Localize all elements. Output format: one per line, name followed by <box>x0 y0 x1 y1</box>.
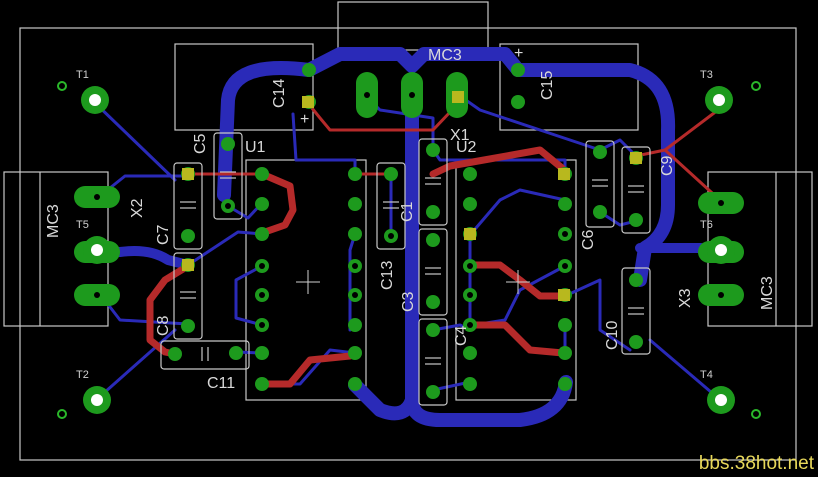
label-x1: X1 <box>450 127 470 144</box>
label-c3: C3 <box>400 291 417 312</box>
site-watermark: bbs.38hot.net <box>698 453 814 474</box>
silkscreen-labels: MC3 X1 U1 U2 C11 T1 T2 T3 T4 T5 T6 + + M… <box>45 45 776 392</box>
label-x3: X3 <box>677 288 694 308</box>
label-mc3-right: MC3 <box>759 276 776 310</box>
origin-crosshairs <box>296 270 530 294</box>
label-mc3-left: MC3 <box>45 204 62 238</box>
label-t5: T5 <box>76 219 89 231</box>
label-c11: C11 <box>207 375 235 392</box>
board-outline <box>3 1 813 461</box>
label-c4: C4 <box>453 325 470 346</box>
label-c5: C5 <box>192 133 209 154</box>
label-c13: C13 <box>379 261 396 290</box>
label-t2: T2 <box>76 369 89 381</box>
label-x2: X2 <box>129 198 146 218</box>
label-c6: C6 <box>580 229 597 250</box>
label-t3: T3 <box>700 69 713 81</box>
mounting-holes <box>57 81 761 419</box>
label-t1: T1 <box>76 69 89 81</box>
vias <box>182 91 642 301</box>
label-mc3-top: MC3 <box>428 47 462 64</box>
label-c8: C8 <box>155 315 172 336</box>
label-c14: C14 <box>271 79 288 108</box>
label-c1: C1 <box>399 201 416 222</box>
label-c15: C15 <box>539 71 556 100</box>
label-c9: C9 <box>659 155 676 176</box>
label-u2: U2 <box>456 139 477 156</box>
label-plus-c14: + <box>300 111 309 128</box>
label-u1: U1 <box>245 139 266 156</box>
capacitor-bodies <box>160 132 651 406</box>
label-c7: C7 <box>155 224 172 245</box>
label-t6: T6 <box>700 219 713 231</box>
pad-drills <box>225 203 568 328</box>
label-plus-c15: + <box>514 45 523 62</box>
label-t4: T4 <box>700 369 713 381</box>
label-c10: C10 <box>604 321 621 350</box>
